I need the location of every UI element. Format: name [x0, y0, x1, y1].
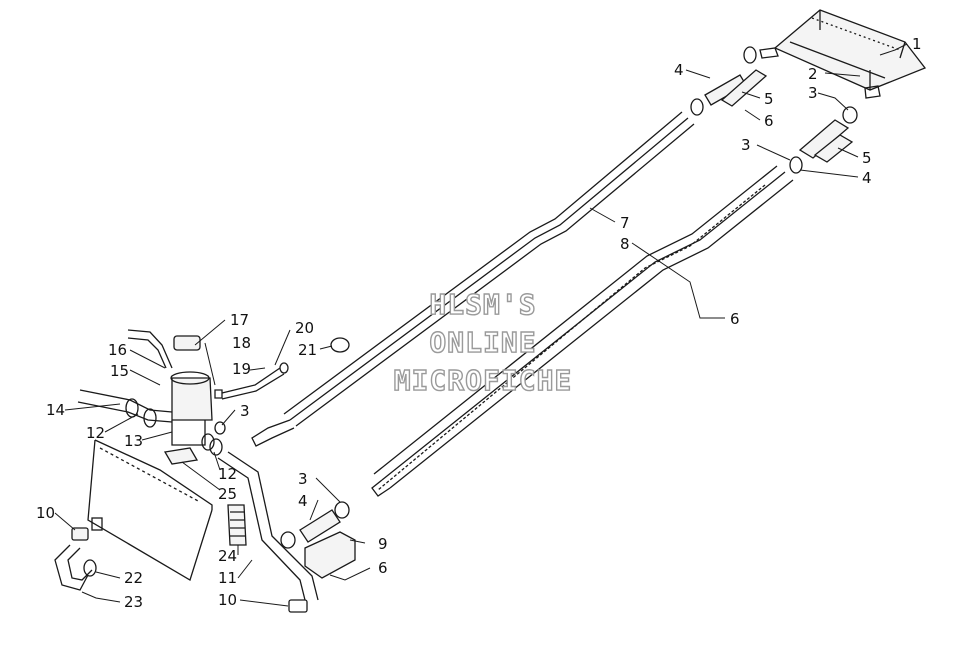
callout-3: 3	[240, 402, 250, 420]
callout-12: 12	[86, 424, 105, 442]
callout-6: 6	[378, 559, 388, 577]
lower-hoses	[54, 451, 319, 613]
callout-4: 4	[298, 492, 308, 510]
long-tube-upper	[251, 111, 695, 447]
watermark-line-2: ONLINE	[429, 326, 536, 359]
callout-4: 4	[862, 169, 872, 187]
callout-2: 2	[808, 65, 818, 83]
heat-exchanger	[759, 9, 927, 99]
long-tube-lower	[371, 165, 794, 497]
callout-9: 9	[378, 535, 388, 553]
callout-17: 17	[230, 311, 249, 329]
callout-21: 21	[298, 341, 317, 359]
callout-7: 7	[620, 214, 630, 232]
engine-block	[87, 439, 213, 581]
watermark-line-1: HLSM'S	[429, 288, 536, 321]
coolant-bottle-assembly	[77, 329, 350, 465]
watermark: HLSM'S ONLINE MICROFICHE	[393, 287, 573, 397]
callout-22: 22	[124, 569, 143, 587]
callout-25: 25	[218, 485, 237, 503]
callout-18: 18	[232, 334, 251, 352]
leader-lines	[54, 43, 908, 607]
callout-23: 23	[124, 593, 143, 611]
watermark-line-3: MICROFICHE	[394, 364, 573, 397]
callout-8: 8	[620, 235, 630, 253]
callout-10: 10	[218, 591, 237, 609]
callout-11: 11	[218, 569, 237, 587]
callout-3: 3	[741, 136, 751, 154]
callout-24: 24	[218, 547, 237, 565]
callout-19: 19	[232, 360, 251, 378]
callout-6: 6	[764, 112, 774, 130]
callout-13: 13	[124, 432, 143, 450]
callout-15: 15	[110, 362, 129, 380]
callout-5: 5	[862, 149, 872, 167]
upper-hose-connectors	[690, 46, 858, 174]
callout-12: 12	[218, 465, 237, 483]
callout-3: 3	[298, 470, 308, 488]
callout-5: 5	[764, 90, 774, 108]
callout-labels: 1 2 3 4 5 6 3 5 4 7 8 6 17 20 16 18 21 1…	[36, 35, 922, 611]
callout-1: 1	[912, 35, 922, 53]
callout-6: 6	[730, 310, 740, 328]
callout-3: 3	[808, 84, 818, 102]
callout-14: 14	[46, 401, 65, 419]
callout-16: 16	[108, 341, 127, 359]
callout-10: 10	[36, 504, 55, 522]
callout-20: 20	[295, 319, 314, 337]
callout-4: 4	[674, 61, 684, 79]
lower-front-connectors	[280, 501, 356, 579]
